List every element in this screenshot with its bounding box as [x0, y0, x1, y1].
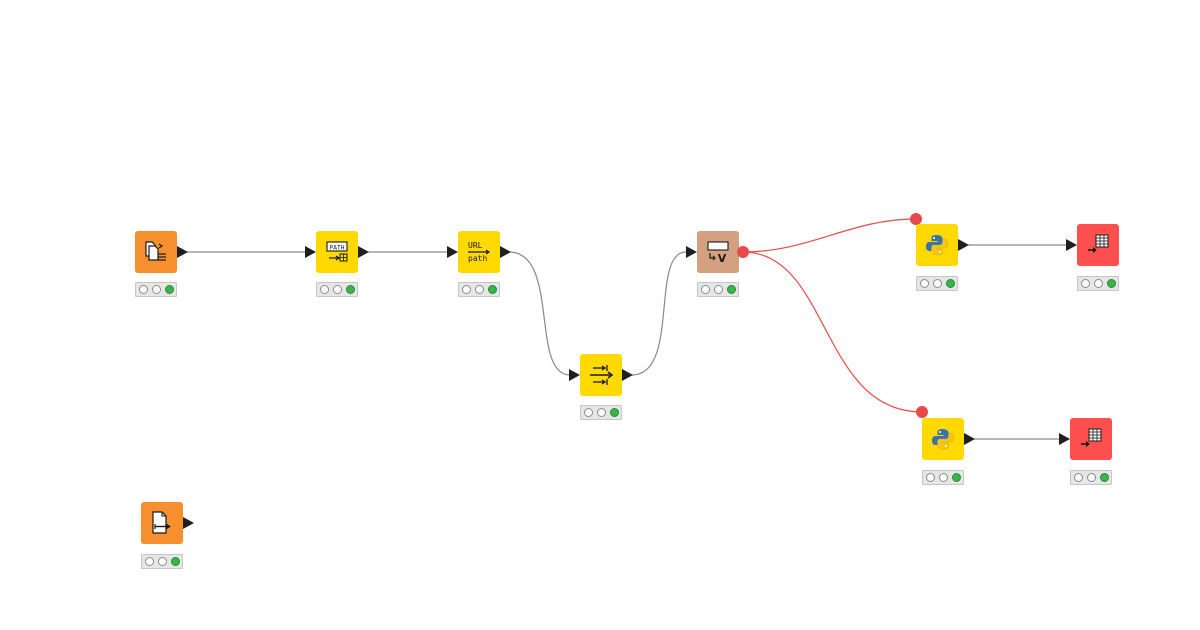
node-path-converter-body[interactable]: PATH [316, 231, 358, 273]
input-port[interactable] [305, 246, 316, 258]
path-to-table-icon: PATH [326, 241, 348, 262]
node-status-traffic-light [916, 276, 958, 291]
flow-variable-connection-n5-n8[interactable] [742, 251, 923, 413]
file-list-icon [145, 241, 166, 261]
input-port[interactable] [686, 246, 697, 258]
status-light-yellow [1087, 473, 1096, 482]
status-light-green [727, 285, 736, 294]
flow-variable-input-port[interactable] [910, 213, 922, 225]
url-to-path-icon: URL path [468, 241, 491, 263]
node-python-script-top-body[interactable] [916, 224, 958, 266]
icon-text: V [718, 252, 727, 265]
status-light-red [926, 473, 935, 482]
input-port[interactable] [569, 369, 580, 381]
output-port[interactable] [958, 239, 969, 251]
status-light-green [346, 285, 355, 294]
node-status-traffic-light [135, 282, 177, 297]
node-row-filter-body[interactable] [580, 354, 622, 396]
status-light-red [1074, 473, 1083, 482]
output-port[interactable] [622, 369, 633, 381]
python-icon [926, 235, 949, 256]
table-view-icon [1088, 234, 1109, 253]
node-status-traffic-light [141, 554, 183, 569]
status-light-yellow [597, 408, 606, 417]
icon-text-top: URL [468, 241, 483, 250]
table-row-to-variable-icon: V [707, 241, 729, 265]
node-table-view-top-body[interactable] [1077, 224, 1119, 266]
status-light-red [1081, 279, 1090, 288]
status-light-yellow [714, 285, 723, 294]
status-light-green [165, 285, 174, 294]
status-light-yellow [475, 285, 484, 294]
node-status-traffic-light [1070, 470, 1112, 485]
node-status-traffic-light [580, 405, 622, 420]
node-list-files-body[interactable] [135, 231, 177, 273]
node-status-traffic-light [697, 282, 739, 297]
node-status-traffic-light [458, 282, 500, 297]
status-light-yellow [933, 279, 942, 288]
status-light-red [139, 285, 148, 294]
table-view-icon [1081, 428, 1102, 447]
node-url-to-path-body[interactable]: URL path [458, 231, 500, 273]
status-light-yellow [939, 473, 948, 482]
output-port[interactable] [183, 517, 194, 529]
status-light-yellow [152, 285, 161, 294]
node-table-view-bottom-body[interactable] [1070, 418, 1112, 460]
node-python-script-bottom-body[interactable] [922, 418, 964, 460]
file-reader-icon [152, 511, 171, 534]
status-light-green [610, 408, 619, 417]
status-light-red [920, 279, 929, 288]
node-file-reader-body[interactable] [141, 502, 183, 544]
status-light-yellow [333, 285, 342, 294]
status-light-red [701, 285, 710, 294]
status-light-yellow [158, 557, 167, 566]
flow-variable-input-port[interactable] [916, 406, 928, 418]
status-light-green [488, 285, 497, 294]
connection-n3-n4[interactable] [508, 251, 571, 376]
row-splitter-icon [590, 365, 614, 385]
node-table-row-to-variable-body[interactable]: V [697, 231, 739, 273]
connection-n4-n5[interactable] [631, 251, 687, 376]
node-status-traffic-light [1077, 276, 1119, 291]
input-port[interactable] [1066, 239, 1077, 251]
node-status-traffic-light [316, 282, 358, 297]
status-light-green [1107, 279, 1116, 288]
node-status-traffic-light [922, 470, 964, 485]
status-light-red [145, 557, 154, 566]
status-light-red [584, 408, 593, 417]
output-port[interactable] [177, 246, 188, 258]
status-light-green [171, 557, 180, 566]
status-light-red [462, 285, 471, 294]
output-port[interactable] [358, 246, 369, 258]
output-port[interactable] [500, 246, 511, 258]
icon-text-bottom: path [468, 254, 487, 263]
input-port[interactable] [1059, 433, 1070, 445]
flow-variable-output-port[interactable] [737, 246, 749, 258]
status-light-red [320, 285, 329, 294]
flow-variable-connection-n5-n6[interactable] [742, 218, 917, 253]
input-port[interactable] [447, 246, 458, 258]
output-port[interactable] [964, 433, 975, 445]
status-light-green [946, 279, 955, 288]
status-light-yellow [1094, 279, 1103, 288]
status-light-green [1100, 473, 1109, 482]
status-light-green [952, 473, 961, 482]
icon-text: PATH [330, 244, 345, 251]
python-icon [932, 429, 955, 450]
